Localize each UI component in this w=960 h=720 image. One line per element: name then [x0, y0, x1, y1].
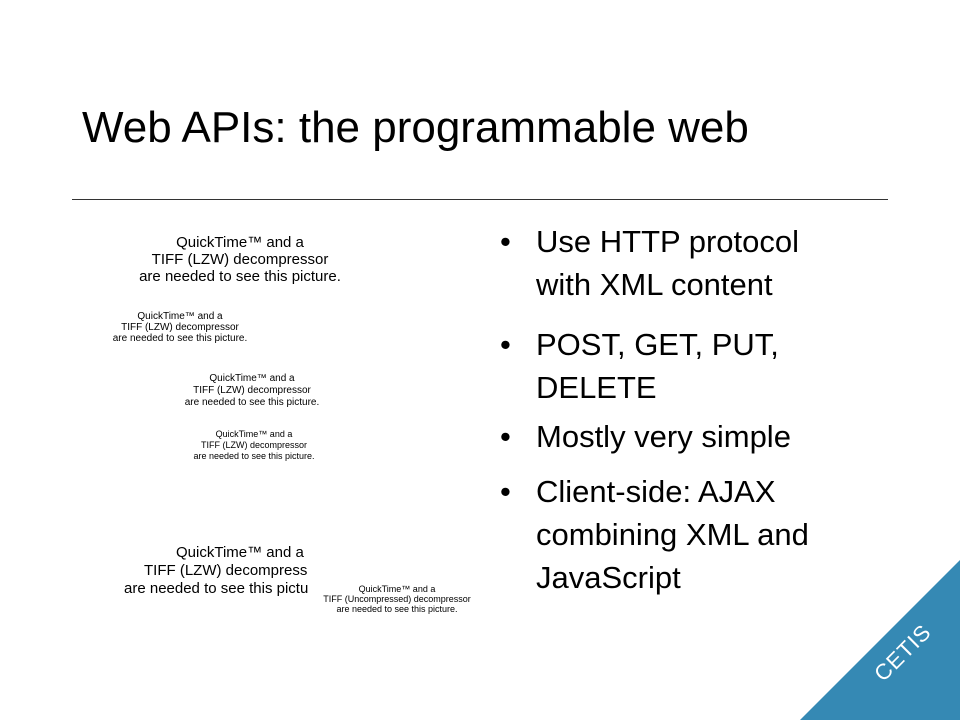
image-placeholder: QuickTime™ and a TIFF (Uncompressed) dec… — [323, 584, 471, 614]
bullet-item: • POST, GET, PUT, DELETE — [500, 323, 779, 409]
image-placeholder: QuickTime™ and a TIFF (LZW) decompressor… — [193, 429, 315, 461]
image-placeholder: QuickTime™ and a TIFF (LZW) decompressor… — [112, 311, 248, 344]
bullet-item: • Use HTTP protocol with XML content — [500, 220, 799, 306]
bullet-item: • Client-side: AJAX combining XML and Ja… — [500, 470, 809, 599]
bullet-marker: • — [500, 224, 511, 259]
title-divider — [72, 199, 888, 200]
corner-tab — [800, 560, 960, 720]
bullet-item: • Mostly very simple — [500, 415, 791, 458]
bullet-marker: • — [500, 474, 511, 509]
image-placeholder: QuickTime™ and a TIFF (LZW) decompress a… — [124, 544, 309, 597]
bullet-marker: • — [500, 419, 511, 454]
bullet-marker: • — [500, 327, 511, 362]
slide-title: Web APIs: the programmable web — [82, 103, 749, 152]
image-placeholder: QuickTime™ and a TIFF (LZW) decompressor… — [184, 373, 320, 408]
image-placeholder: QuickTime™ and a TIFF (LZW) decompressor… — [139, 234, 341, 285]
